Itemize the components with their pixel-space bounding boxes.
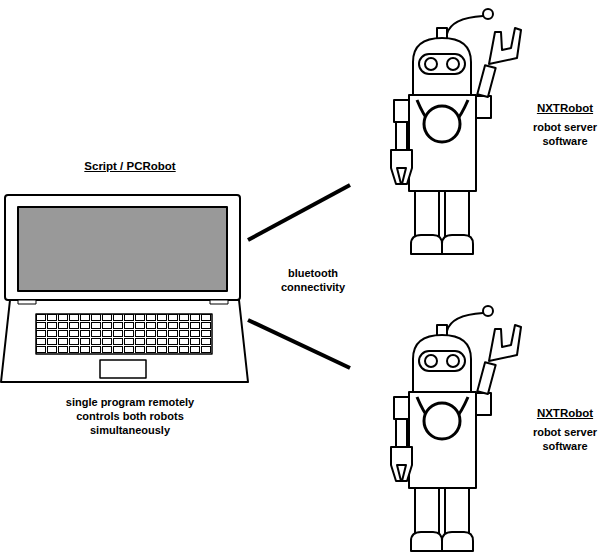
laptop-node: Script / PCRobot single program remotely … [0, 155, 248, 445]
program-description: single program remotely controls both ro… [50, 395, 210, 437]
robot-title: NXTRobot [525, 101, 605, 115]
robot-description: robot server software [525, 120, 605, 148]
bluetooth-link [248, 320, 350, 368]
robot-node: NXTRobot robot server software [350, 300, 612, 555]
program-title: Script / PCRobot [50, 159, 210, 173]
bluetooth-link [248, 185, 350, 240]
robot-title: NXTRobot [525, 406, 605, 420]
robot-node: NXTRobot robot server software [350, 0, 612, 260]
connection-label: bluetooth connectivity [268, 266, 358, 294]
laptop-drawing [1, 195, 248, 382]
robot-drawing [391, 306, 521, 551]
robot-drawing [391, 9, 521, 254]
robot-description: robot server software [525, 425, 605, 453]
